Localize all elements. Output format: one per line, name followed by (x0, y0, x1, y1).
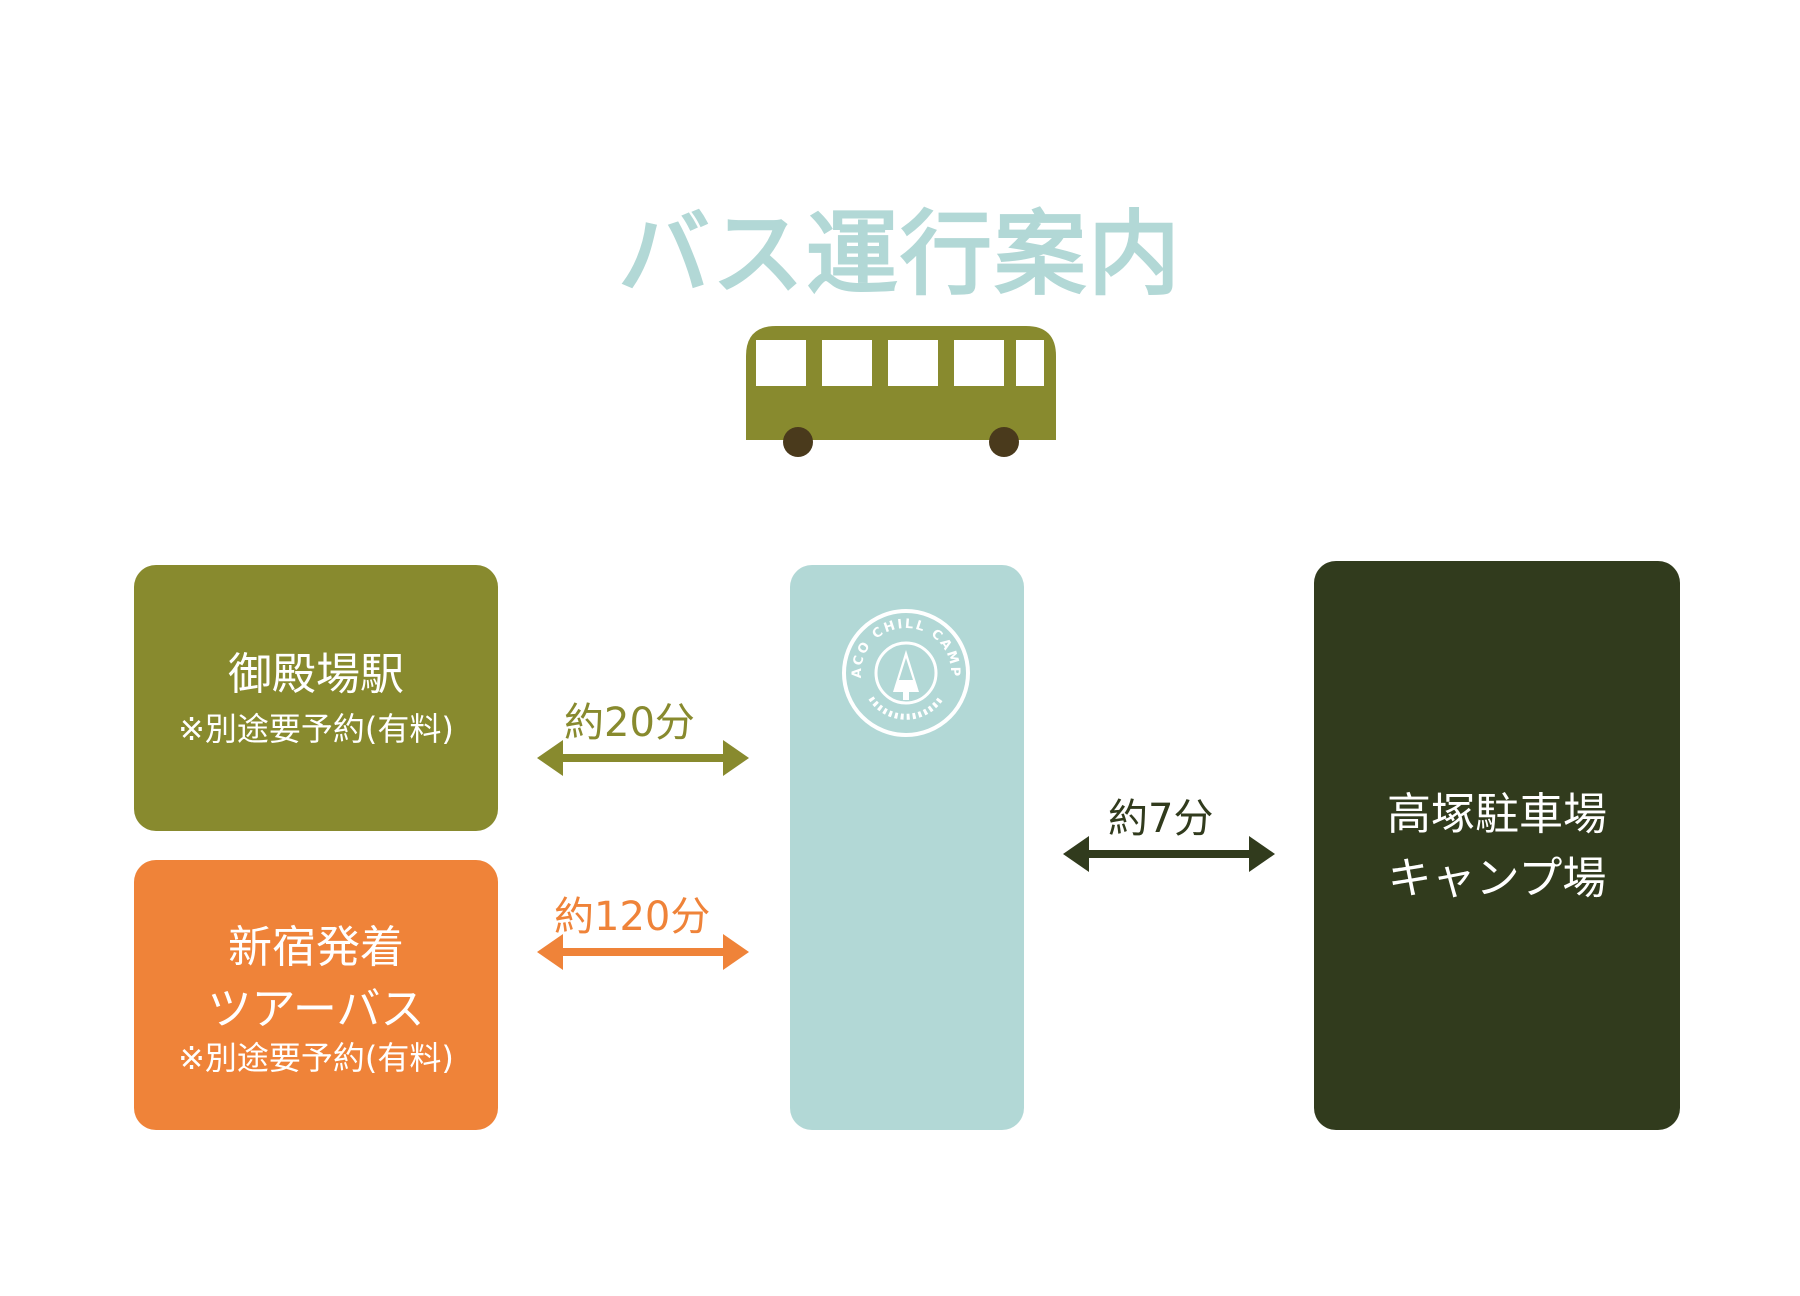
station-gotemba-note: ※別途要予約(有料) (178, 710, 454, 748)
route-shinjuku-duration: 約120分 (554, 894, 711, 940)
main-venue-line1: アコチル (1697, 764, 1760, 1004)
bus-wheel (989, 427, 1019, 457)
route-takatsuka-duration: 約7分 (1108, 796, 1214, 842)
bus-window (888, 340, 938, 386)
bus-icon (746, 326, 1056, 457)
route-gotemba-duration: 約20分 (564, 700, 695, 746)
station-shinjuku-line2: ツアーバス (207, 984, 425, 1035)
station-takatsuka: 高塚駐車場 キャンプ場 (1314, 561, 1680, 1130)
station-takatsuka-line2: キャンプ場 (1387, 853, 1607, 904)
station-shinjuku-note: ※別途要予約(有料) (178, 1039, 454, 1077)
station-takatsuka-line1: 高塚駐車場 (1387, 789, 1607, 840)
station-shinjuku: 新宿発着 ツアーバス ※別途要予約(有料) (134, 860, 498, 1130)
bus-window (1016, 340, 1044, 386)
aco-chill-camp-logo: ACO CHILL CAMP (842, 609, 970, 737)
station-shinjuku-line1: 新宿発着 (228, 922, 404, 973)
route-takatsuka-arrow (1063, 836, 1275, 872)
bus-window (954, 340, 1004, 386)
bus-window (756, 340, 806, 386)
route-gotemba-arrow (537, 740, 749, 776)
bus-window (822, 340, 872, 386)
station-gotemba: 御殿場駅 ※別途要予約(有料) (134, 565, 498, 831)
route-shinjuku-arrow (537, 934, 749, 970)
bus-wheel (783, 427, 813, 457)
station-gotemba-name: 御殿場駅 (228, 649, 404, 700)
page-title: バス運行案内 (617, 201, 1182, 308)
